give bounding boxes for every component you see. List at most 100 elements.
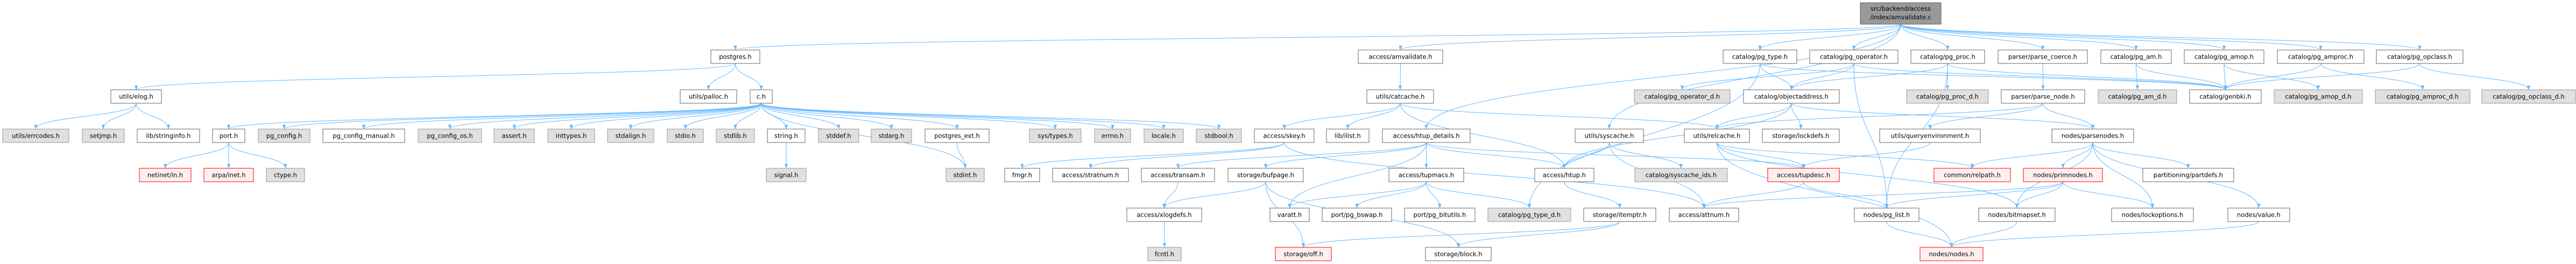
node-tupmacs[interactable]: access/tupmacs.h: [1388, 168, 1464, 182]
node-systypes[interactable]: sys/types.h: [1029, 129, 1082, 143]
node-fmgr[interactable]: fmgr.h: [1004, 168, 1040, 182]
edge-postgres-to-c: [735, 63, 763, 90]
node-relpath[interactable]: common/relpath.h: [1933, 168, 2011, 182]
node-c[interactable]: c.h: [750, 89, 773, 104]
edge-itemptr-to-off: [1301, 221, 1620, 248]
node-signal[interactable]: signal.h: [766, 168, 807, 182]
node-parse-coerce[interactable]: parser/parse_coerce.h: [1998, 49, 2088, 64]
node-syscache[interactable]: utils/syscache.h: [1575, 129, 1644, 143]
node-port[interactable]: port.h: [212, 129, 245, 143]
node-bufpage[interactable]: storage/bufpage.h: [1227, 168, 1304, 182]
node-transam[interactable]: access/transam.h: [1141, 168, 1215, 182]
node-stdarg[interactable]: stdarg.h: [871, 129, 912, 143]
node-fcntl[interactable]: fcntl.h: [1147, 247, 1182, 261]
node-pg-list[interactable]: nodes/pg_list.h: [1854, 208, 1919, 222]
node-stratnum[interactable]: access/stratnum.h: [1052, 168, 1129, 182]
edge-tupdesc-to-pg_list: [1803, 181, 1889, 209]
node-pg-am[interactable]: catalog/pg_am.h: [2100, 49, 2172, 64]
node-tupdesc[interactable]: access/tupdesc.h: [1767, 168, 1840, 182]
edge-catcache-to-htup: [1400, 103, 1566, 169]
node-pg-proc-d[interactable]: catalog/pg_proc_d.h: [1906, 89, 1989, 104]
node-partdefs[interactable]: partitioning/partdefs.h: [2142, 168, 2234, 182]
node-label: access/stratnum.h: [1062, 172, 1119, 179]
node-errcodes[interactable]: utils/errcodes.h: [2, 129, 69, 143]
node-stdalign[interactable]: stdalign.h: [607, 129, 654, 143]
node-errno[interactable]: errno.h: [1094, 129, 1131, 143]
node-box: [1634, 89, 1731, 104]
node-attnum[interactable]: access/attnum.h: [1669, 208, 1739, 222]
node-stdio[interactable]: stdio.h: [667, 129, 704, 143]
node-itemptr[interactable]: storage/itemptr.h: [1583, 208, 1656, 222]
node-nodes[interactable]: nodes/nodes.h: [1919, 247, 1984, 261]
node-pg-config-manual[interactable]: pg_config_manual.h: [322, 129, 405, 143]
node-htup[interactable]: access/htup.h: [1534, 168, 1594, 182]
node-pg-operator[interactable]: catalog/pg_operator.h: [1809, 49, 1899, 64]
node-lockdefs[interactable]: storage/lockdefs.h: [1762, 129, 1840, 143]
node-box: [1144, 129, 1184, 143]
node-htup-details[interactable]: access/htup_details.h: [1382, 129, 1471, 143]
node-queryenv[interactable]: utils/queryenvironment.h: [1879, 129, 1981, 143]
node-stddef[interactable]: stddef.h: [818, 129, 859, 143]
node-label: catalog/pg_amop_d.h: [2285, 93, 2351, 101]
root-node-amvalidate-c[interactable]: src/backend/access /index/amvalidate.c: [1860, 2, 1942, 25]
node-string[interactable]: string.h: [767, 129, 806, 143]
node-palloc[interactable]: utils/palloc.h: [680, 89, 737, 104]
node-pg-operator-d[interactable]: catalog/pg_operator_d.h: [1634, 89, 1731, 104]
node-label: utils/elog.h: [119, 93, 153, 101]
node-pg-type-d[interactable]: catalog/pg_type_d.h: [1487, 208, 1571, 222]
node-postgres[interactable]: postgres.h: [710, 49, 760, 64]
node-stdint[interactable]: stdint.h: [945, 168, 985, 182]
node-ilist[interactable]: lib/ilist.h: [1326, 129, 1370, 143]
node-block[interactable]: storage/block.h: [1425, 247, 1492, 261]
node-xlogdefs[interactable]: access/xlogdefs.h: [1126, 208, 1202, 222]
node-inttypes[interactable]: inttypes.h: [547, 129, 595, 143]
node-lockoptions[interactable]: nodes/lockoptions.h: [2111, 208, 2194, 222]
node-catcache[interactable]: utils/catcache.h: [1366, 89, 1434, 104]
node-pg-opclass[interactable]: catalog/pg_opclass.h: [2376, 49, 2464, 64]
node-value[interactable]: nodes/value.h: [2227, 208, 2290, 222]
node-primnodes[interactable]: nodes/primnodes.h: [2023, 168, 2103, 182]
node-bitmapset[interactable]: nodes/bitmapset.h: [1978, 208, 2056, 222]
node-stringinfo[interactable]: lib/stringinfo.h: [137, 129, 200, 143]
node-pg-type[interactable]: catalog/pg_type.h: [1723, 49, 1797, 64]
node-relcache[interactable]: utils/relcache.h: [1684, 129, 1750, 143]
node-stdbool[interactable]: stdbool.h: [1196, 129, 1242, 143]
node-parse-node[interactable]: parser/parse_node.h: [2001, 89, 2085, 104]
edge-root-to-pg_amop: [1900, 24, 2226, 51]
node-syscache-ids[interactable]: catalog/syscache_ids.h: [1634, 168, 1728, 182]
node-pg-amproc[interactable]: catalog/pg_amproc.h: [2277, 49, 2365, 64]
node-arpa[interactable]: arpa/inet.h: [203, 168, 254, 182]
node-pg-config[interactable]: pg_config.h: [258, 129, 310, 143]
edge-objectaddress-to-relcache: [1715, 103, 1792, 130]
node-box: [1147, 247, 1182, 261]
node-pg-proc[interactable]: catalog/pg_proc.h: [1910, 49, 1985, 64]
node-elog[interactable]: utils/elog.h: [110, 89, 162, 104]
node-label: catalog/pg_operator.h: [1820, 53, 1888, 61]
node-box: [266, 168, 305, 182]
node-pg-amop-d[interactable]: catalog/pg_amop_d.h: [2274, 89, 2363, 104]
node-skey[interactable]: access/skey.h: [1254, 129, 1315, 143]
node-pg-amproc-d[interactable]: catalog/pg_amproc_d.h: [2375, 89, 2471, 104]
node-pg-opclass-d[interactable]: catalog/pg_opclass_d.h: [2481, 89, 2576, 104]
node-assert[interactable]: assert.h: [493, 129, 535, 143]
node-postgres-ext[interactable]: postgres_ext.h: [924, 129, 990, 143]
node-pg-bswap[interactable]: port/pg_bswap.h: [1322, 208, 1392, 222]
node-setjmp[interactable]: setjmp.h: [82, 129, 125, 143]
node-amvalidate-h[interactable]: access/amvalidate.h: [1358, 49, 1443, 64]
node-off[interactable]: storage/off.h: [1275, 247, 1332, 261]
node-varatt[interactable]: varatt.h: [1269, 208, 1310, 222]
node-stdlib[interactable]: stdlib.h: [716, 129, 755, 143]
node-netinet[interactable]: netinet/in.h: [139, 168, 192, 182]
node-objectaddress[interactable]: catalog/objectaddress.h: [1743, 89, 1840, 104]
node-genbki[interactable]: catalog/genbki.h: [2189, 89, 2262, 104]
node-box: [2100, 49, 2172, 64]
node-pg-config-os[interactable]: pg_config_os.h: [418, 129, 482, 143]
edge-c-to-stdalign: [629, 103, 761, 130]
node-parsenodes[interactable]: nodes/parsenodes.h: [2051, 129, 2134, 143]
node-label: access/tupmacs.h: [1399, 172, 1454, 179]
node-pg-amop[interactable]: catalog/pg_amop.h: [2184, 49, 2264, 64]
node-ctype[interactable]: ctype.h: [266, 168, 305, 182]
node-pg-am-d[interactable]: catalog/pg_am_d.h: [2098, 89, 2177, 104]
node-locale[interactable]: locale.h: [1144, 129, 1184, 143]
node-pg-bitutils[interactable]: port/pg_bitutils.h: [1404, 208, 1476, 222]
